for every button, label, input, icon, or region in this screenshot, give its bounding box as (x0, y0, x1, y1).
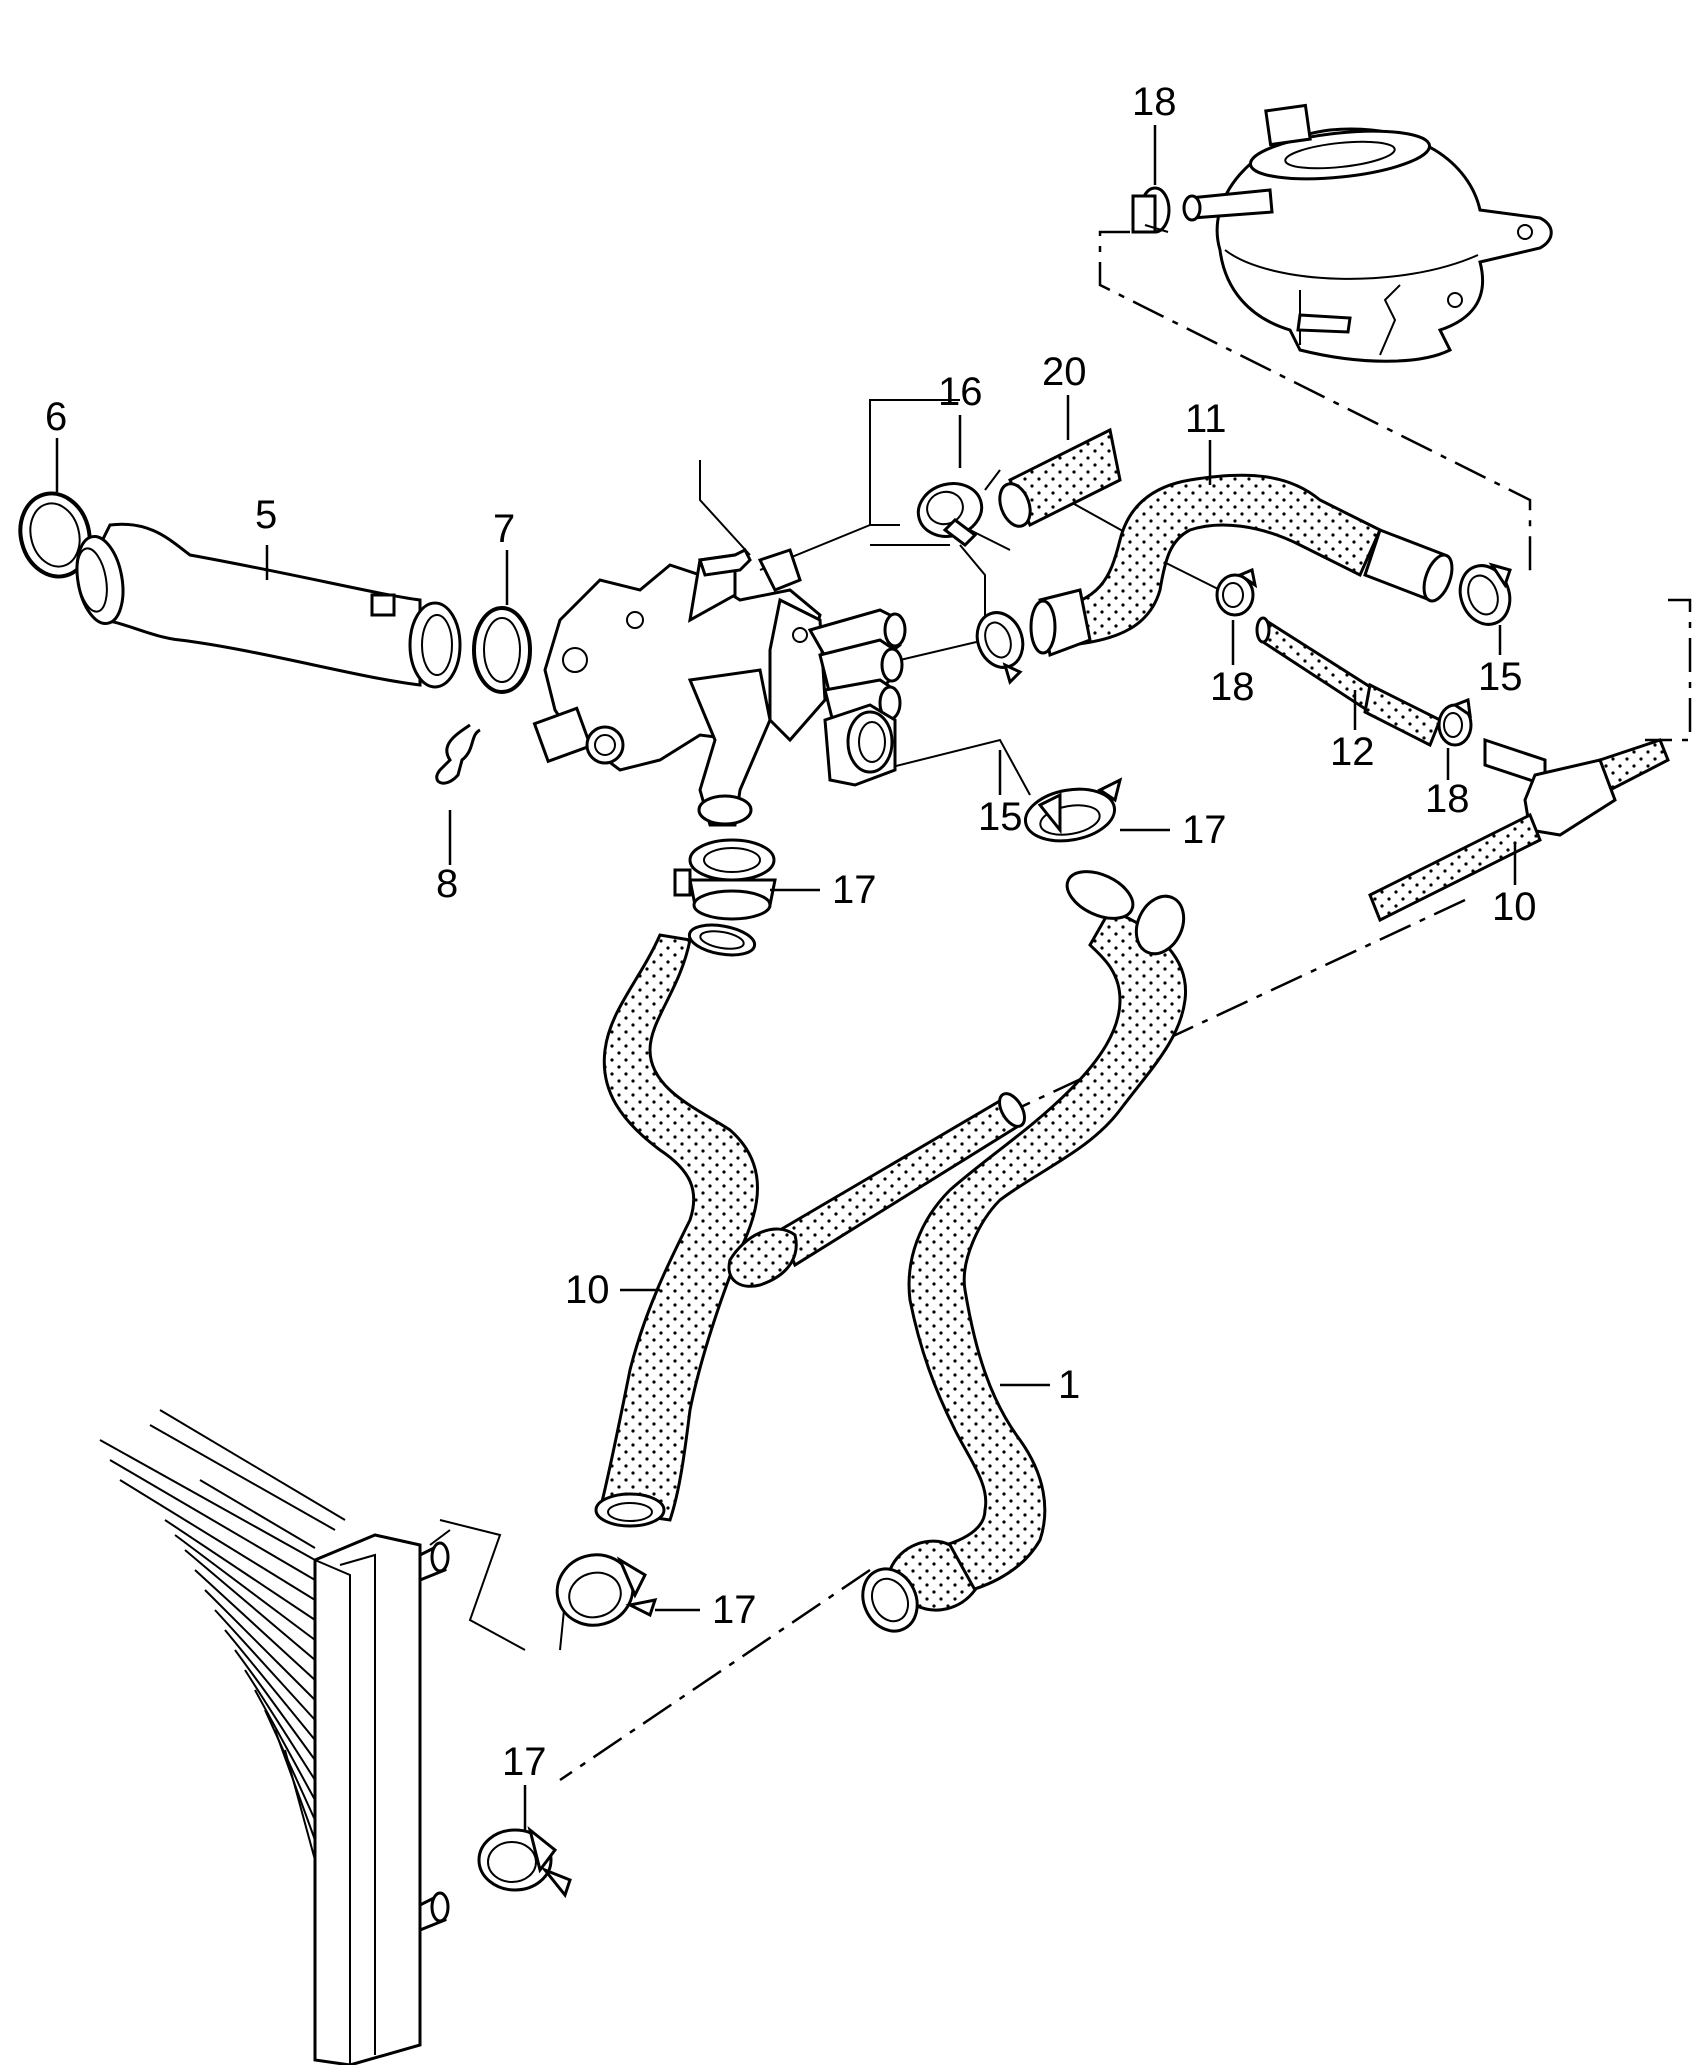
clamp-15-middle (975, 611, 1025, 685)
hose-12 (1255, 616, 1442, 748)
callout-17-lower-middle: 17 (712, 1588, 757, 1632)
hose-20 (998, 427, 1122, 528)
callout-16: 16 (938, 370, 983, 414)
expansion-tank (1182, 103, 1553, 363)
clamp-18-middle (1215, 567, 1258, 617)
callout-17-upper-right: 17 (1182, 808, 1227, 852)
seal-ring-7 (472, 606, 532, 694)
clamp-17-upper-middle (1023, 777, 1123, 843)
leader-lines (55, 125, 1517, 1830)
clamp-16 (916, 469, 1001, 547)
clamp-15-right (1458, 562, 1512, 626)
callout-15-right: 15 (1478, 655, 1523, 699)
clamp-17-lower-middle (555, 1553, 658, 1627)
callout-20: 20 (1042, 350, 1087, 394)
radiator (99, 1409, 450, 2065)
clamp-18-lower (1437, 697, 1473, 747)
assembly-lines (429, 230, 1692, 1782)
clamp-17-upper-left (673, 838, 777, 921)
callout-10-right: 10 (1492, 885, 1537, 929)
hose-1 (861, 870, 1188, 1633)
hose-10-main (594, 923, 759, 1528)
callout-10-left: 10 (565, 1268, 610, 1312)
callout-17-upper-left: 17 (832, 868, 877, 912)
callout-labels: 20 16 11 6 5 7 8 18 18 18 15 15 12 10 10… (45, 80, 1537, 1784)
coolant-pipe-5 (75, 522, 462, 689)
callout-18-tank: 18 (1132, 80, 1177, 124)
callout-18-lower: 18 (1425, 777, 1470, 821)
clamp-18-tank (1131, 186, 1171, 234)
hose-branch (727, 1092, 1026, 1288)
coolant-flange-housing (532, 547, 907, 827)
hose-11 (1029, 473, 1454, 658)
callout-1: 1 (1058, 1363, 1080, 1407)
callout-5: 5 (255, 493, 277, 537)
callout-6: 6 (45, 395, 67, 439)
callout-12: 12 (1330, 730, 1375, 774)
callout-17-bottom: 17 (502, 1740, 547, 1784)
hose-10-t-piece (1368, 737, 1670, 923)
clamp-17-bottom (477, 1826, 572, 1899)
retaining-clip-8 (435, 723, 481, 785)
callout-8: 8 (436, 862, 458, 906)
callout-11: 11 (1185, 397, 1227, 441)
callout-15-middle: 15 (978, 795, 1023, 839)
callout-7: 7 (493, 507, 515, 551)
callout-18-middle: 18 (1210, 665, 1255, 709)
